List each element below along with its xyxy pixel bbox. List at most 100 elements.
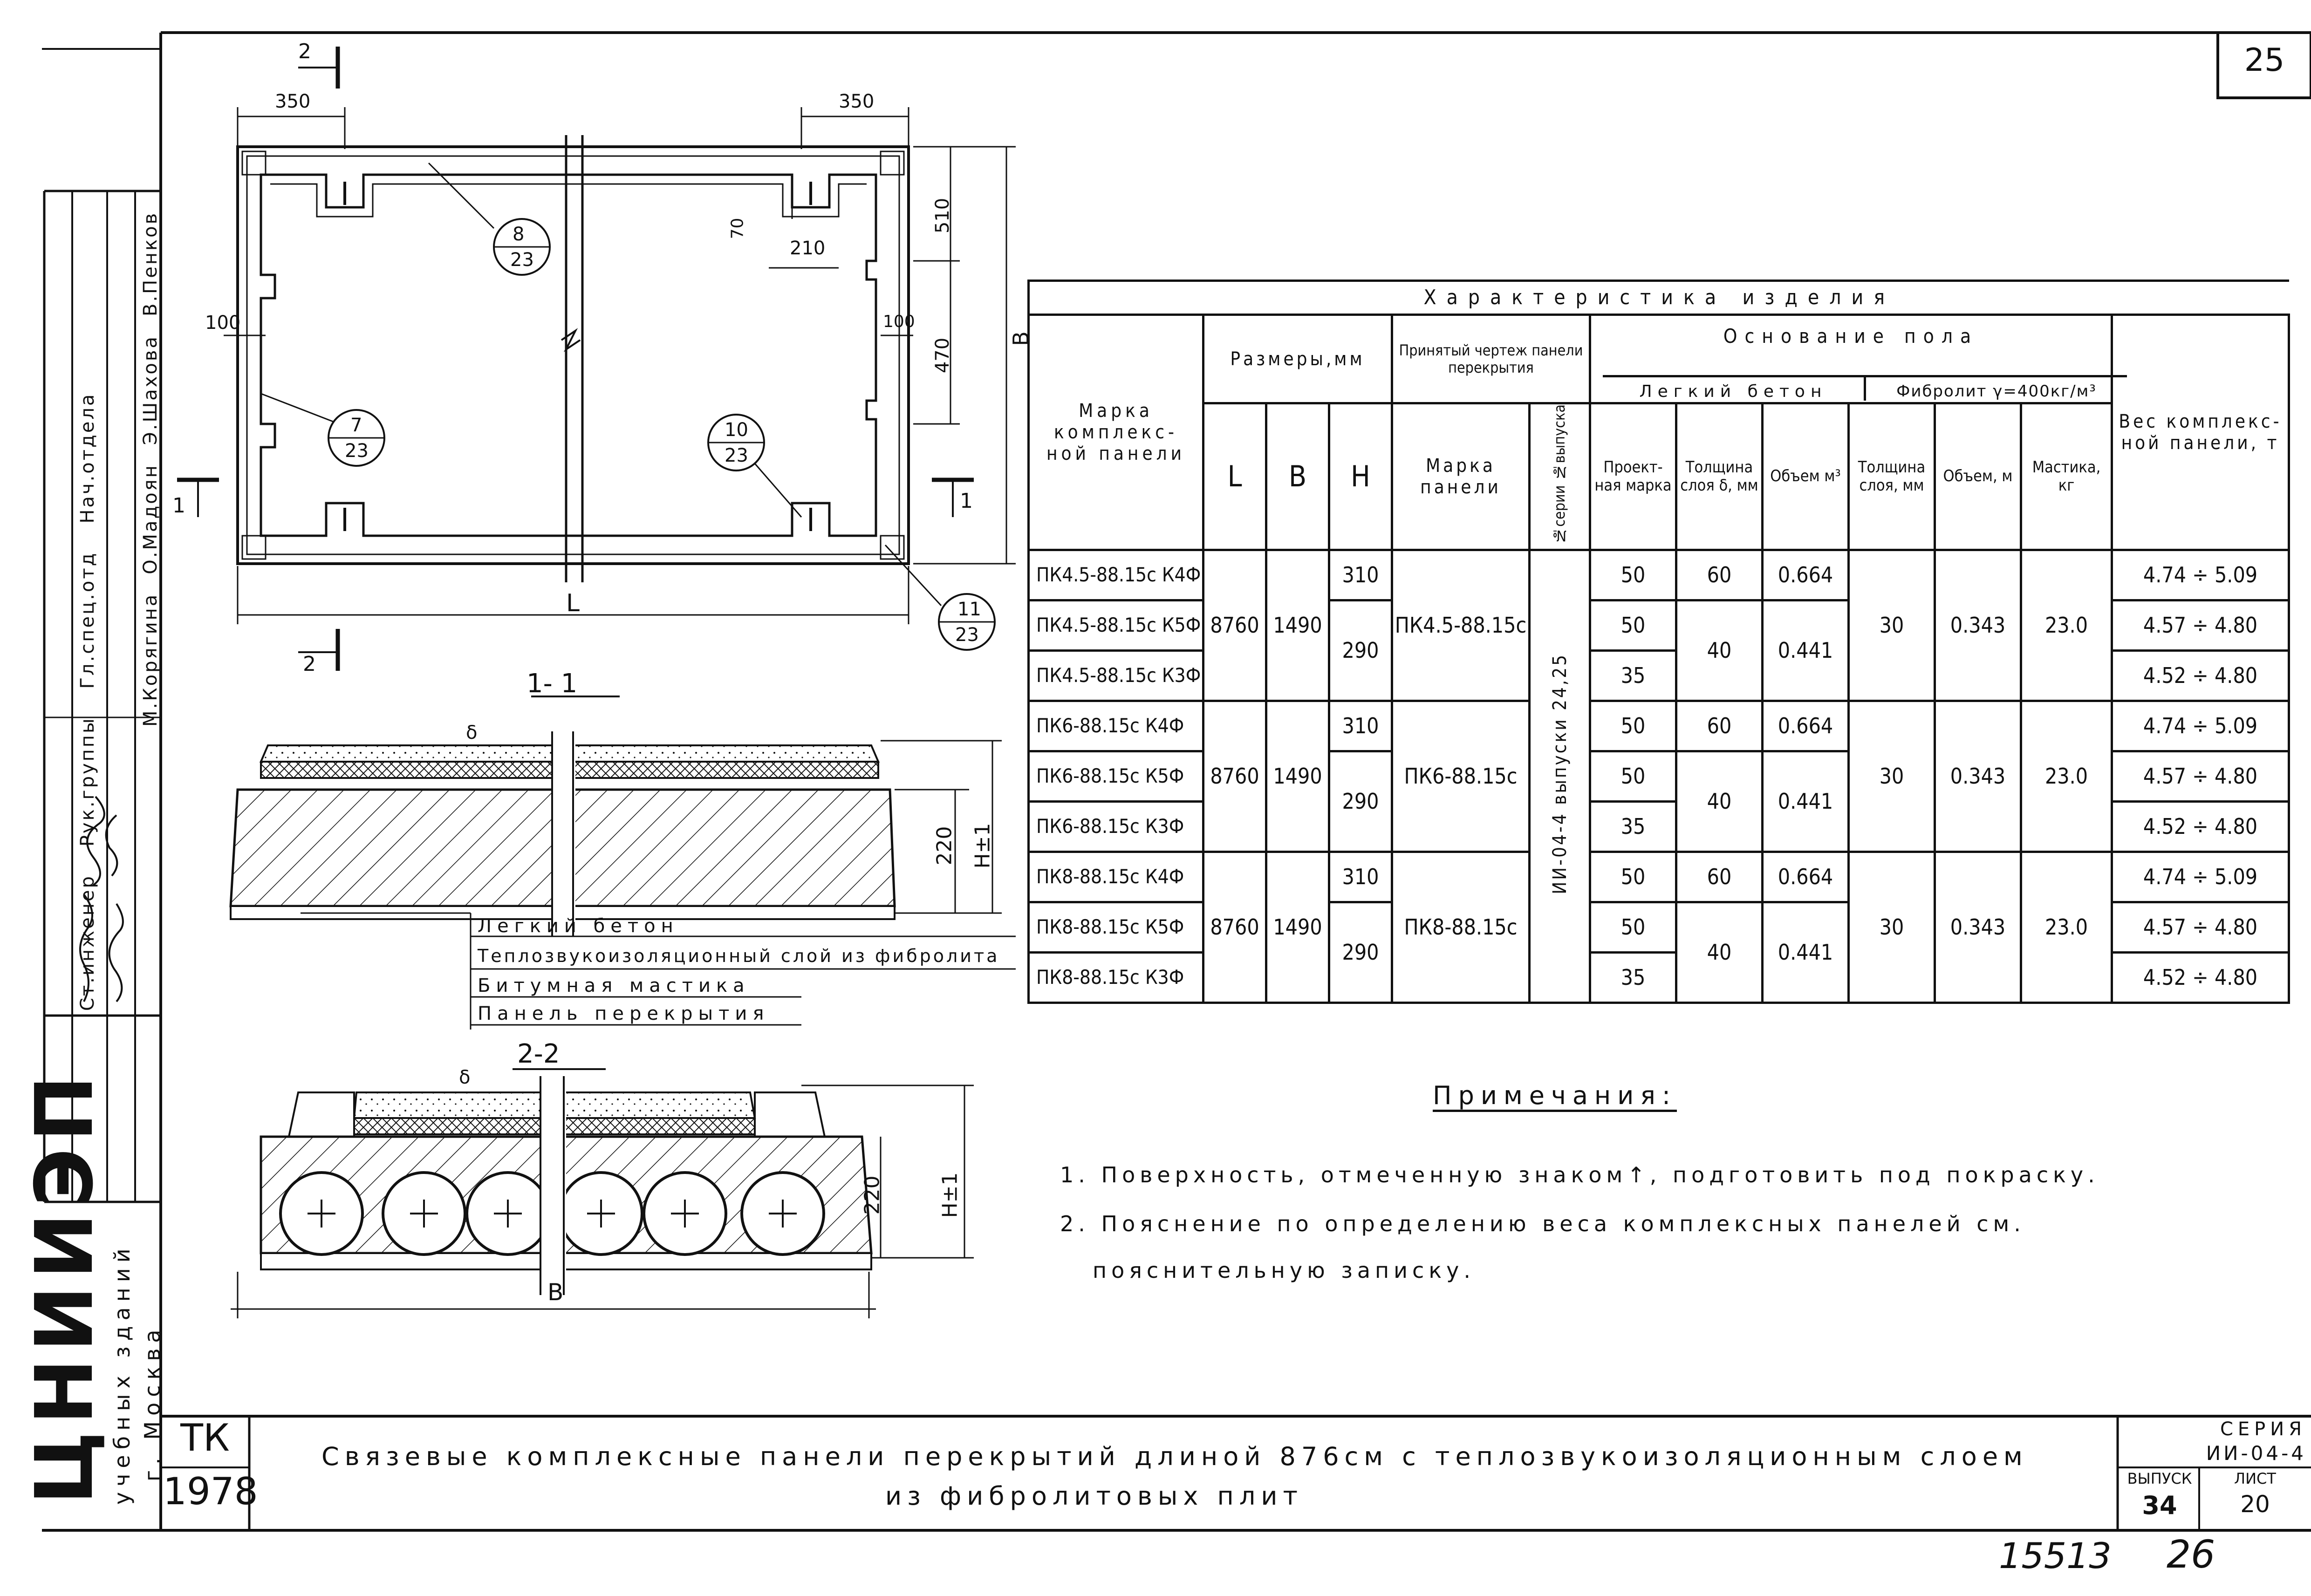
cell-L: 8760 — [1202, 850, 1267, 1004]
cell-mark: ПК6-88.15с К5Ф — [1027, 750, 1204, 803]
cell-weight: 4.52 ÷ 4.80 — [2111, 800, 2290, 853]
cell-proj-mark: 35 — [1589, 649, 1677, 702]
tb-issue-value: 34 — [2142, 1491, 2177, 1520]
col-proj-mark: Проект-ная марка — [1589, 402, 1677, 551]
dim-210: 210 — [790, 238, 826, 259]
section-mark-2-bottom: 2 — [303, 652, 316, 676]
section-2-2-dim-H: H±1 — [938, 1172, 962, 1218]
cell-mastic: 23.0 — [2020, 850, 2113, 1004]
tb-sheet-value: 20 — [2240, 1491, 2270, 1518]
tb-year: 1978 — [163, 1470, 258, 1513]
subhead-fibrolite: Фибролит γ=400кг/м³ — [1864, 375, 2127, 401]
col-weight: Вес комплекс-ной панели, т — [2111, 314, 2290, 551]
note-1: 1. Поверхность, отмеченную знаком↑, подг… — [1060, 1162, 2099, 1187]
col-mark: Марка комплекс-ной панели — [1027, 314, 1204, 551]
col-volume: Объем м³ — [1761, 402, 1850, 551]
callout-10-top: 10 — [725, 419, 748, 441]
legend-panel: Панель перекрытия — [478, 1003, 770, 1024]
callout-7-bottom: 23 — [345, 440, 369, 462]
note-2: 2. Пояснение по определению веса комплек… — [1060, 1211, 2025, 1236]
cell-proj-mark: 50 — [1589, 699, 1677, 752]
cell-weight: 4.74 ÷ 5.09 — [2111, 699, 2290, 752]
note-2-cont: пояснительную записку. — [1093, 1258, 1475, 1283]
section-1-1-delta: δ — [466, 722, 478, 743]
dim-100-left: 100 — [205, 312, 241, 334]
dim-100-right: 100 — [883, 312, 915, 331]
cell-panel-mark: ПК8-88.15с — [1391, 850, 1531, 1004]
characteristics-table: Характеристика изделия Марка комплекс-но… — [1027, 280, 2290, 1004]
table-header-row-1: Марка комплекс-ной панели Размеры,мм При… — [1027, 314, 2290, 551]
legend-mastic: Битумная мастика — [478, 975, 750, 996]
cell-mark: ПК4.5-88.15с К3Ф — [1027, 649, 1204, 702]
callout-7-top: 7 — [350, 415, 362, 436]
tb-title-1: Связевые комплексные панели перекрытий д… — [321, 1442, 2028, 1471]
cell-H: 310 — [1328, 548, 1393, 601]
legend-light-concrete: Легкий бетон — [478, 915, 679, 937]
col-base: Основание пола — [1589, 314, 2113, 404]
cell-thickness: 40 — [1675, 599, 1764, 702]
cell-B: 1490 — [1265, 699, 1330, 853]
callout-10-bottom: 23 — [725, 445, 748, 466]
cell-proj-mark: 35 — [1589, 800, 1677, 853]
cell-L: 8760 — [1202, 548, 1267, 702]
cell-mark: ПК8-88.15с К4Ф — [1027, 850, 1204, 903]
cell-mark: ПК6-88.15с К4Ф — [1027, 699, 1204, 752]
cell-proj-mark: 50 — [1589, 900, 1677, 954]
section-1-1-title: 1- 1 — [526, 668, 578, 699]
cell-weight: 4.57 ÷ 4.80 — [2111, 599, 2290, 652]
cell-fib-volume: 0.343 — [1934, 548, 2022, 702]
table-title: Характеристика изделия — [1027, 280, 2289, 316]
col-sizes: Размеры,мм — [1202, 314, 1393, 404]
void-center-mark — [308, 1200, 335, 1228]
bottom-code: 15513 — [1999, 1535, 2112, 1576]
cell-proj-mark: 50 — [1589, 850, 1677, 903]
section-2-2-dim-B: B — [547, 1279, 564, 1306]
cell-thickness: 60 — [1675, 850, 1764, 903]
col-thickness: Толщина слоя δ, мм — [1675, 402, 1764, 551]
tb-sheet-label: ЛИСТ — [2234, 1470, 2276, 1487]
table-header-row-2: L B H Марка панели №серии №выпуска Проек… — [1029, 402, 2289, 551]
void-center-mark — [769, 1200, 797, 1228]
tb-issue-label: ВЫПУСК — [2127, 1470, 2192, 1487]
cell-H: 290 — [1328, 900, 1393, 1004]
cell-weight: 4.52 ÷ 4.80 — [2111, 649, 2290, 702]
void-center-mark — [494, 1200, 522, 1228]
cell-H: 310 — [1328, 699, 1393, 752]
void-center-mark — [410, 1200, 438, 1228]
section-mark-1-right: 1 — [960, 489, 973, 513]
col-series: №серии №выпуска — [1528, 402, 1591, 551]
cell-panel-mark: ПК4.5-88.15с — [1391, 548, 1531, 702]
section-mark-1-left: 1 — [172, 494, 185, 518]
subhead-light-concrete: Легкий бетон — [1603, 375, 1864, 401]
cell-weight: 4.57 ÷ 4.80 — [2111, 750, 2290, 803]
dim-350-left: 350 — [275, 91, 311, 112]
cell-weight: 4.52 ÷ 4.80 — [2111, 951, 2290, 1004]
col-fib-volume: Объем, м — [1934, 402, 2022, 551]
dim-L-plan: L — [566, 589, 580, 617]
col-L: L — [1202, 402, 1267, 551]
cell-proj-mark: 50 — [1589, 750, 1677, 803]
cell-mastic: 23.0 — [2020, 548, 2113, 702]
col-fib-thickness: Толщина слоя, мм — [1847, 402, 1936, 551]
cell-weight: 4.74 ÷ 5.09 — [2111, 850, 2290, 903]
tb-series-label: СЕРИЯ — [2220, 1419, 2306, 1440]
callout-11-bottom: 23 — [955, 624, 979, 646]
callout-11-top: 11 — [957, 599, 981, 620]
section-mark-2-top: 2 — [298, 40, 311, 63]
cell-weight: 4.57 ÷ 4.80 — [2111, 900, 2290, 954]
section-2-2-dim-220: 220 — [860, 1175, 884, 1215]
cell-fib-thickness: 30 — [1847, 699, 1936, 853]
cell-series-text: ИИ-04-4 выпуски 24,25 — [1549, 653, 1571, 894]
cell-proj-mark: 35 — [1589, 951, 1677, 1004]
cell-volume: 0.441 — [1761, 750, 1850, 853]
cell-mark: ПК4.5-88.15с К5Ф — [1027, 599, 1204, 652]
dim-350-right: 350 — [839, 91, 875, 112]
col-series-text: №серии №выпуска — [1551, 404, 1569, 545]
